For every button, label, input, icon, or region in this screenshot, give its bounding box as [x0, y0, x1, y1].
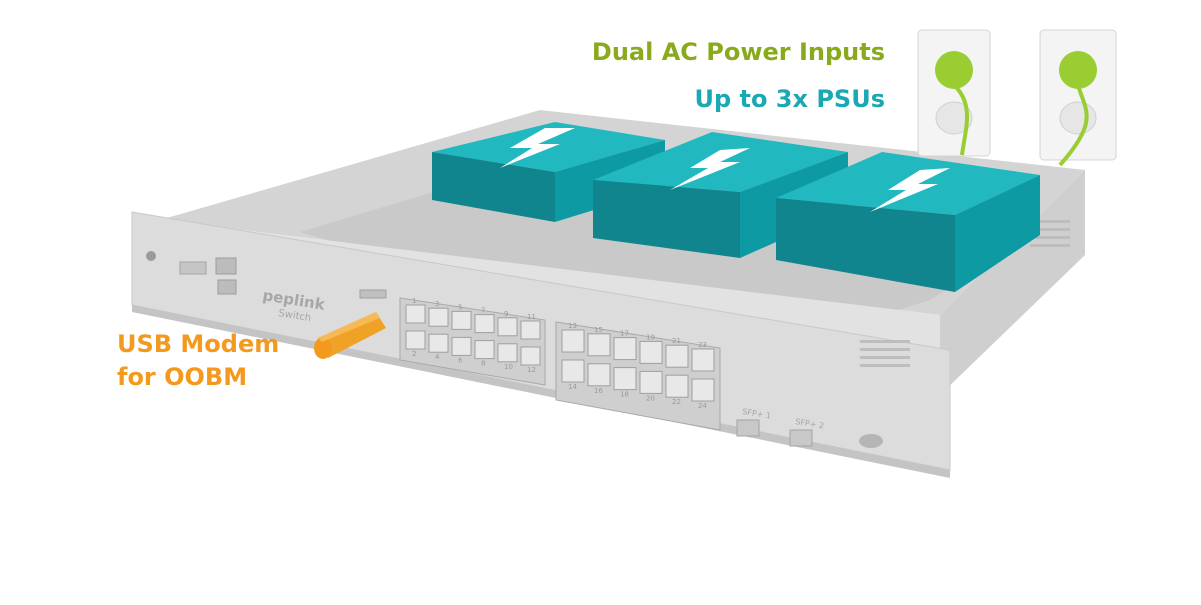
port-label-14: 14 [568, 383, 577, 391]
ethernet-port-20 [639, 370, 663, 394]
power-plug-icon [935, 51, 973, 89]
sfp-port-2 [789, 429, 813, 447]
mgmt-port-icon [217, 279, 237, 295]
port-label-2: 2 [412, 350, 416, 358]
ethernet-port-18 [613, 367, 637, 391]
port-label-10: 10 [504, 363, 513, 371]
ethernet-port-7 [474, 314, 495, 334]
power-led-icon [146, 251, 156, 261]
port-label-19: 19 [646, 333, 655, 341]
usb-modem-stick [314, 312, 386, 359]
lightning-bolt-icon [500, 128, 575, 168]
port-label-7: 7 [481, 307, 485, 315]
port-label-18: 18 [620, 391, 629, 399]
ethernet-port-6 [451, 336, 472, 356]
ethernet-port-14 [561, 359, 585, 383]
port-label-13: 13 [568, 322, 577, 330]
power-plug-icon [1059, 51, 1097, 89]
port-label-11: 11 [527, 313, 536, 321]
wall-outlet-2 [1039, 29, 1117, 167]
sfp-label-1: SFP+ 1 [742, 407, 772, 420]
lightning-bolt-icon [670, 148, 750, 190]
side-vents [860, 220, 1070, 367]
ethernet-port-4 [428, 333, 449, 353]
usb-port-icon [359, 289, 387, 299]
lightning-bolt-icon [870, 168, 950, 212]
rack-ear-hole-icon [859, 434, 883, 448]
psus-callout: Up to 3x PSUs [694, 85, 885, 113]
power-inputs-callout: Dual AC Power Inputs [591, 38, 885, 66]
port-label-24: 24 [698, 402, 707, 410]
ethernet-port-21 [665, 344, 689, 368]
port-label-21: 21 [672, 337, 681, 345]
ethernet-port-10 [497, 343, 518, 363]
ethernet-port-2 [405, 330, 426, 350]
ethernet-port-24 [691, 378, 715, 402]
ethernet-port-1 [405, 304, 426, 324]
ethernet-port-17 [613, 337, 637, 361]
sfp-port-1 [736, 419, 760, 437]
psu-3 [776, 152, 1040, 292]
port-label-12: 12 [527, 366, 536, 374]
ethernet-port-16 [587, 363, 611, 387]
ethernet-port-22 [665, 374, 689, 398]
port-label-4: 4 [435, 353, 440, 361]
port-label-17: 17 [620, 330, 629, 338]
port-label-22: 22 [672, 398, 681, 406]
port-label-1: 1 [412, 297, 416, 305]
ethernet-port-3 [428, 307, 449, 327]
sfp-label-2: SFP+ 2 [795, 417, 825, 430]
console-port-icon [215, 257, 237, 275]
usb-modem-callout-line-1: USB Modem [117, 330, 280, 358]
ethernet-port-23 [691, 348, 715, 372]
ethernet-ports [405, 304, 715, 402]
ethernet-port-11 [520, 320, 541, 340]
port-label-6: 6 [458, 356, 463, 364]
port-label-16: 16 [594, 387, 603, 395]
ethernet-port-9 [497, 317, 518, 337]
port-label-8: 8 [481, 360, 485, 368]
port-label-3: 3 [435, 300, 439, 308]
ethernet-port-5 [451, 310, 472, 330]
usb-modem-callout: USB Modem for OOBM [117, 328, 279, 394]
port-label-23: 23 [698, 341, 707, 349]
ethernet-port-8 [474, 340, 495, 360]
port-label-15: 15 [594, 326, 603, 334]
status-leds-icon [179, 261, 207, 275]
usb-modem-callout-line-2: for OOBM [117, 363, 248, 391]
model-label: Switch [278, 308, 312, 324]
port-label-9: 9 [504, 310, 508, 318]
ethernet-port-19 [639, 340, 663, 364]
port-label-20: 20 [646, 394, 655, 402]
ethernet-port-13 [561, 329, 585, 353]
port-label-5: 5 [458, 303, 462, 311]
ethernet-port-15 [587, 333, 611, 357]
wall-outlet-1 [917, 29, 991, 157]
ethernet-port-12 [520, 346, 541, 366]
